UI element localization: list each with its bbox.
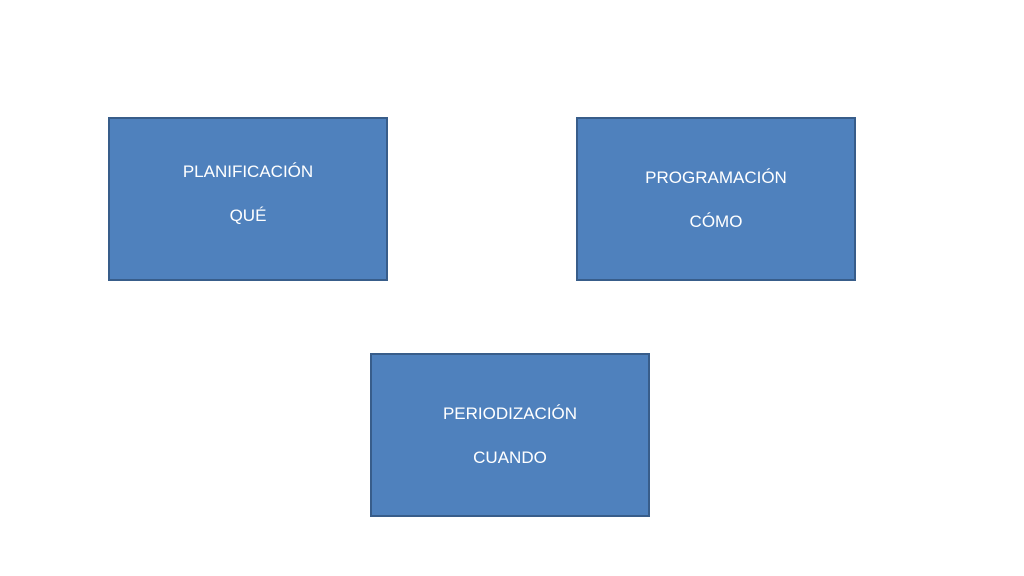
periodizacion-label: PERIODIZACIÓN xyxy=(442,403,578,423)
programacion-box: PROGRAMACIÓN CÓMO xyxy=(576,117,856,281)
que-label: QUÉ xyxy=(229,205,267,225)
como-label: CÓMO xyxy=(689,211,743,231)
programacion-label: PROGRAMACIÓN xyxy=(645,167,787,187)
cuando-label: CUANDO xyxy=(473,447,547,467)
planificacion-label: PLANIFICACIÓN xyxy=(182,161,314,181)
periodizacion-box: PERIODIZACIÓN CUANDO xyxy=(370,353,650,517)
planificacion-box: PLANIFICACIÓN QUÉ xyxy=(108,117,388,281)
